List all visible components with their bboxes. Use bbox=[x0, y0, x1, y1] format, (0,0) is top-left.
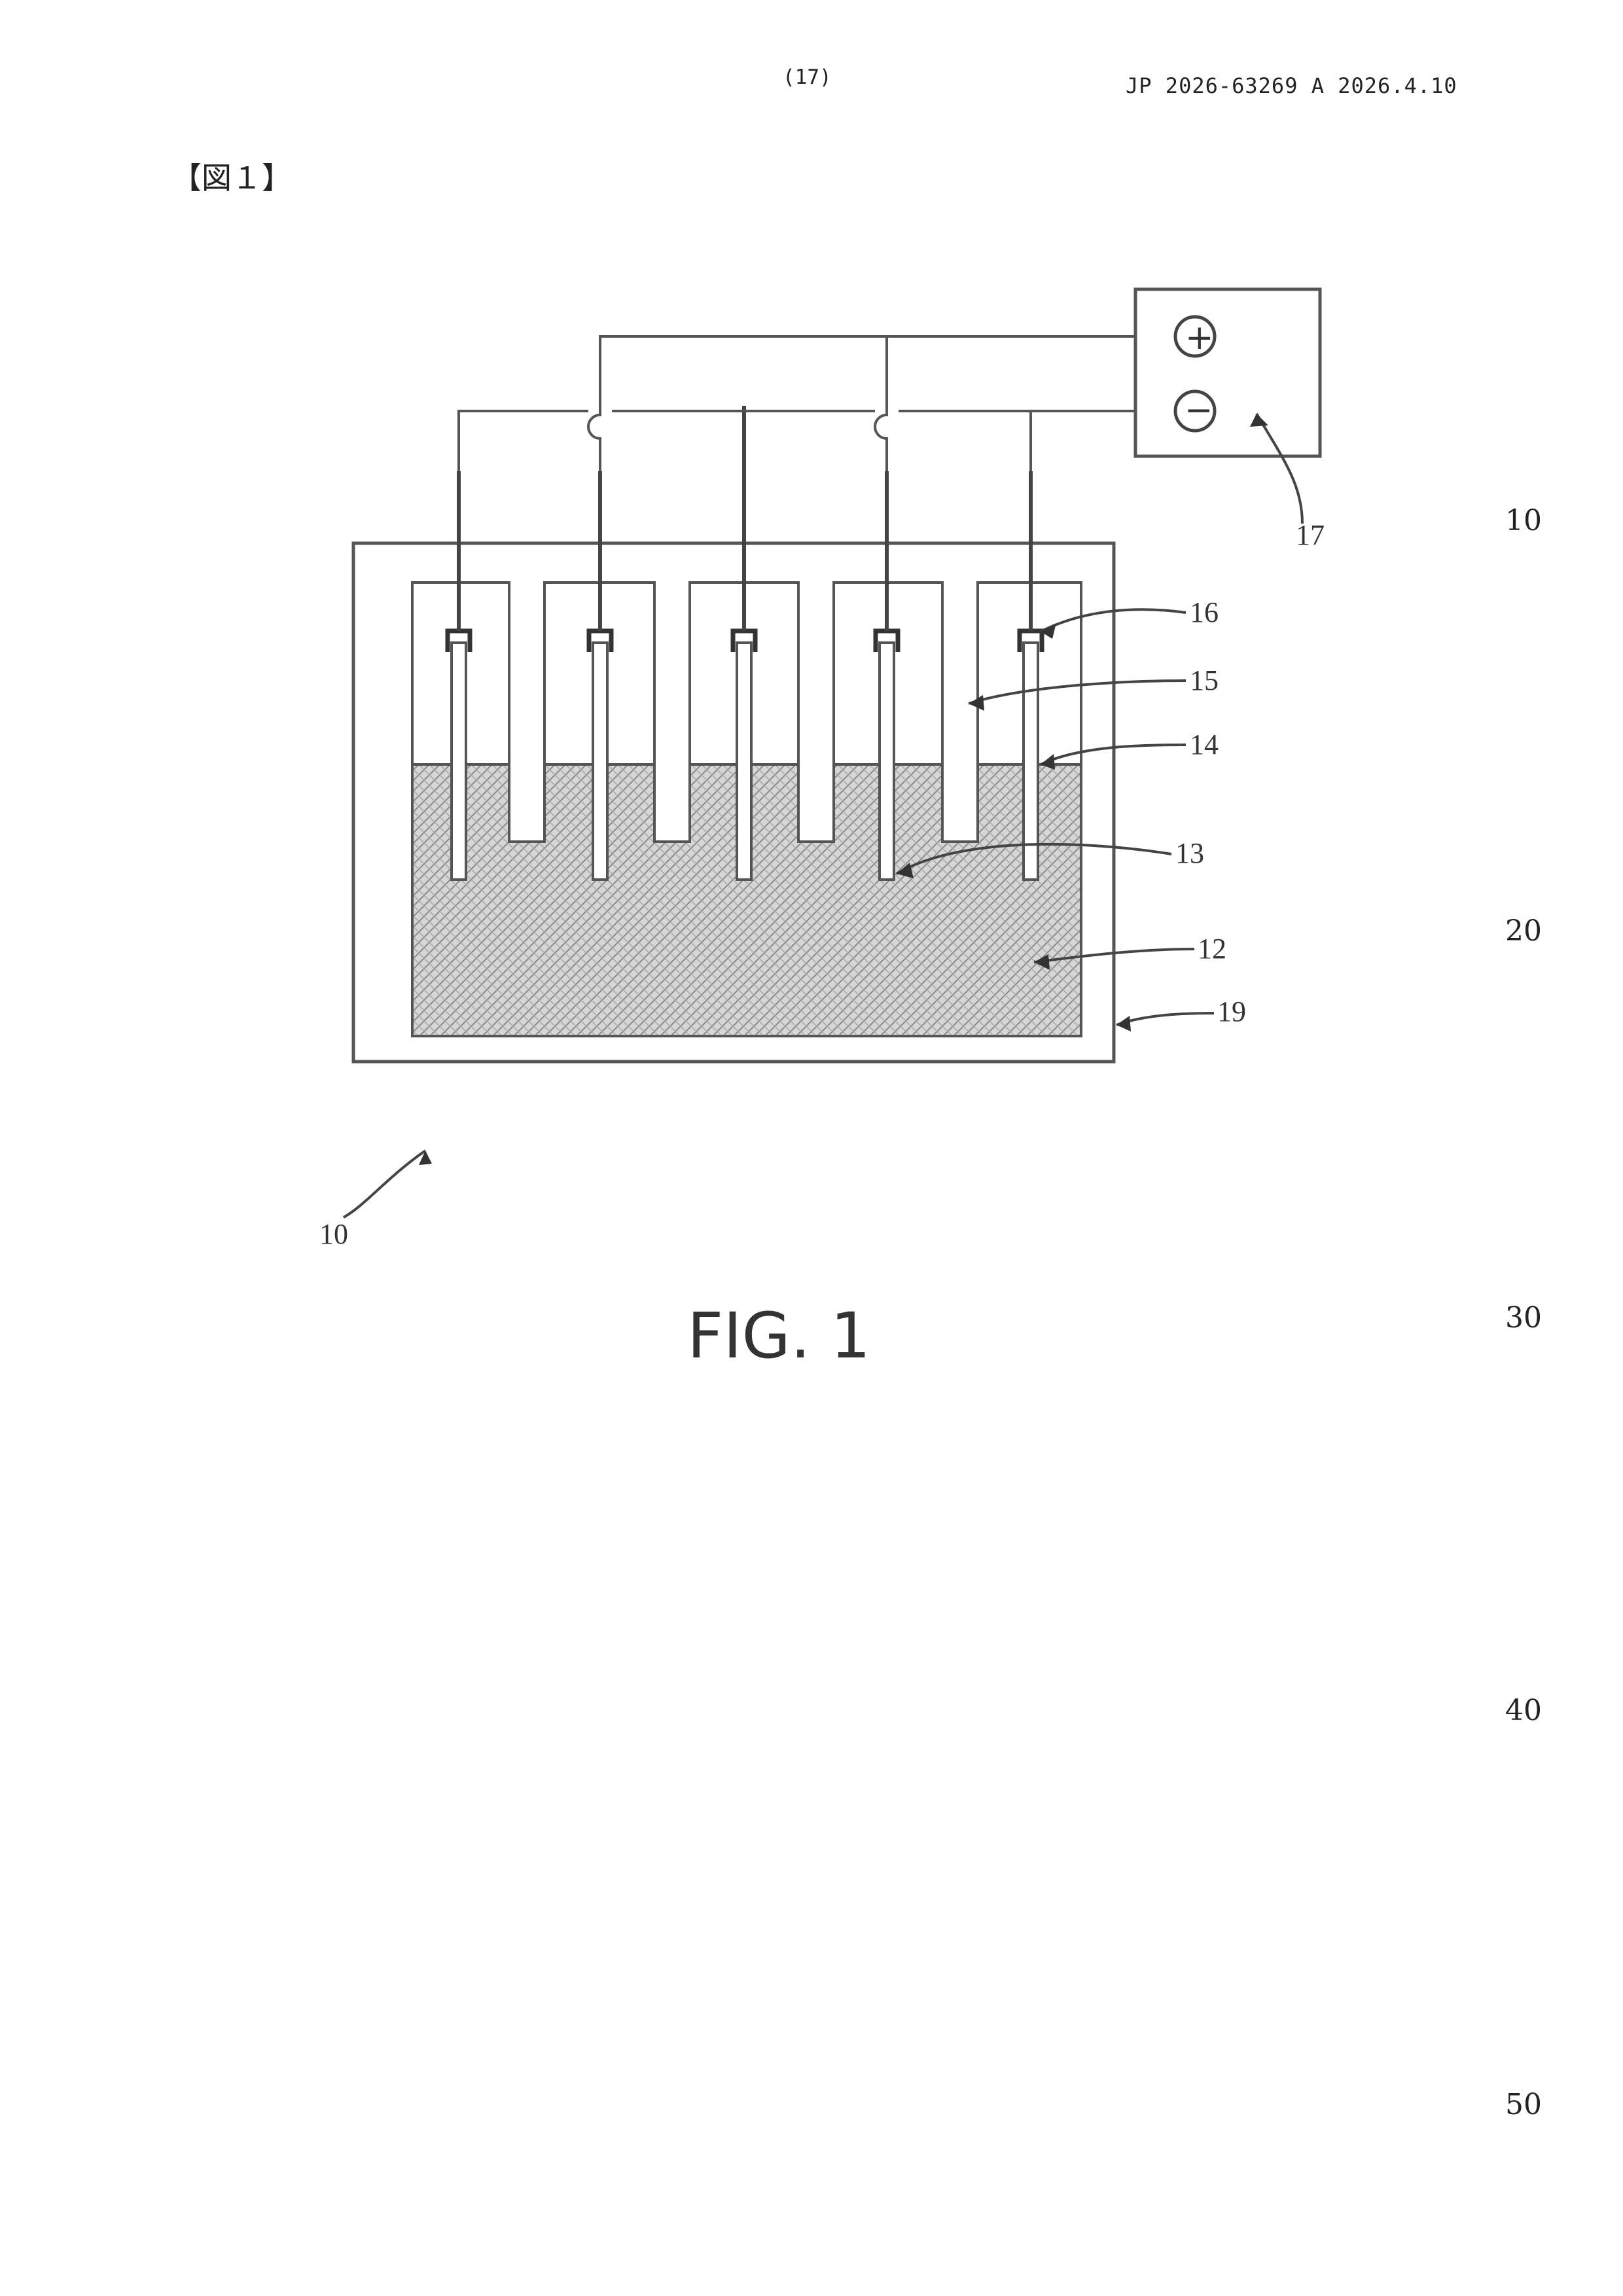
wiring bbox=[459, 336, 1198, 471]
figure-caption: FIG. 1 bbox=[687, 1299, 870, 1372]
ref-12: 12 bbox=[1198, 933, 1226, 965]
ref-16: 16 bbox=[1190, 596, 1219, 628]
ref-17: 17 bbox=[1296, 519, 1325, 551]
ref-15: 15 bbox=[1190, 664, 1219, 696]
power-supply-box bbox=[1135, 289, 1320, 456]
positive-symbol: + bbox=[1185, 318, 1214, 357]
ref-14: 14 bbox=[1190, 728, 1219, 761]
ref-19: 19 bbox=[1217, 996, 1246, 1028]
negative-symbol: − bbox=[1185, 391, 1213, 430]
ref-13: 13 bbox=[1175, 837, 1204, 869]
ref-10: 10 bbox=[319, 1218, 348, 1250]
